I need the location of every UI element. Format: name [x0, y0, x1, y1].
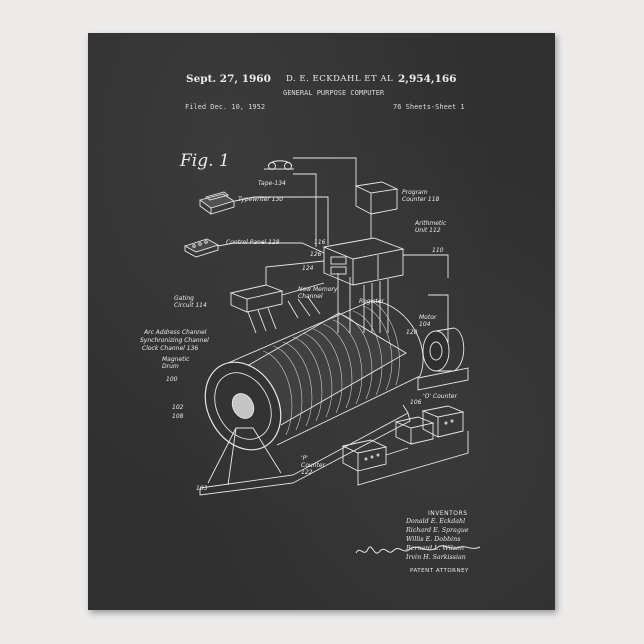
label-arithmetic-unit: Arithmetic Unit 112 [415, 220, 455, 234]
arithmetic-unit-box [324, 238, 403, 285]
label-ref-102: 102 [172, 404, 183, 411]
control-panel-icon [185, 239, 218, 257]
label-o-counter: 'O' Counter [423, 393, 457, 400]
label-magnetic-drum: Magnetic Drum [162, 356, 194, 370]
label-motor: Motor 104 [419, 314, 449, 328]
label-control-panel: Control Panel 128 [226, 239, 280, 246]
inventor-name: Bernard L. Wilson [406, 545, 464, 554]
label-ref-103: 103 [196, 485, 207, 492]
label-ref-116: 116 [314, 239, 325, 246]
tape-reel-icon [264, 161, 294, 170]
label-ref-110: 110 [432, 247, 443, 254]
inventor-name: Donald E. Eckdahl [406, 518, 465, 527]
program-counter-box [356, 182, 397, 214]
label-ref-120: 120 [406, 329, 417, 336]
label-tape: Tape-134 [258, 180, 286, 187]
inventor-name: Irvin H. Sarkissian [406, 554, 466, 563]
label-register: Register [359, 298, 384, 305]
label-gating: Gating Circuit 114 [174, 295, 214, 309]
motor-icon [418, 328, 468, 390]
typewriter-icon [200, 192, 234, 214]
label-arc-address: Arc Address Channel [144, 329, 206, 336]
label-ref-108: 108 [172, 413, 183, 420]
label-sync-channel: Synchronizing Channel [140, 337, 209, 344]
label-typewriter: Typewriter 130 [238, 196, 283, 203]
label-new-memory: New Memory Channel [298, 286, 340, 300]
computer-patent-drawing [88, 33, 555, 610]
inventor-name: Richard E. Sprague [406, 527, 469, 536]
label-ref-124: 124 [302, 265, 313, 272]
label-ref-126: 126 [310, 251, 321, 258]
inventor-name: Willis E. Dobbins [406, 536, 460, 545]
attorney-label: PATENT ATTORNEY [410, 567, 469, 576]
gating-circuit-box [231, 285, 282, 312]
label-clock-channel: Clock Channel 136 [142, 345, 198, 352]
patent-poster: Sept. 27, 1960 D. E. ECKDAHL ET AL 2,954… [88, 33, 555, 610]
label-p-counter: 'P' Counter 122 [301, 455, 331, 476]
label-program-counter: Program Counter 118 [402, 189, 442, 203]
label-ref-100: 100 [166, 376, 177, 383]
register-box [396, 417, 433, 444]
label-ref-106: 106 [410, 399, 421, 406]
